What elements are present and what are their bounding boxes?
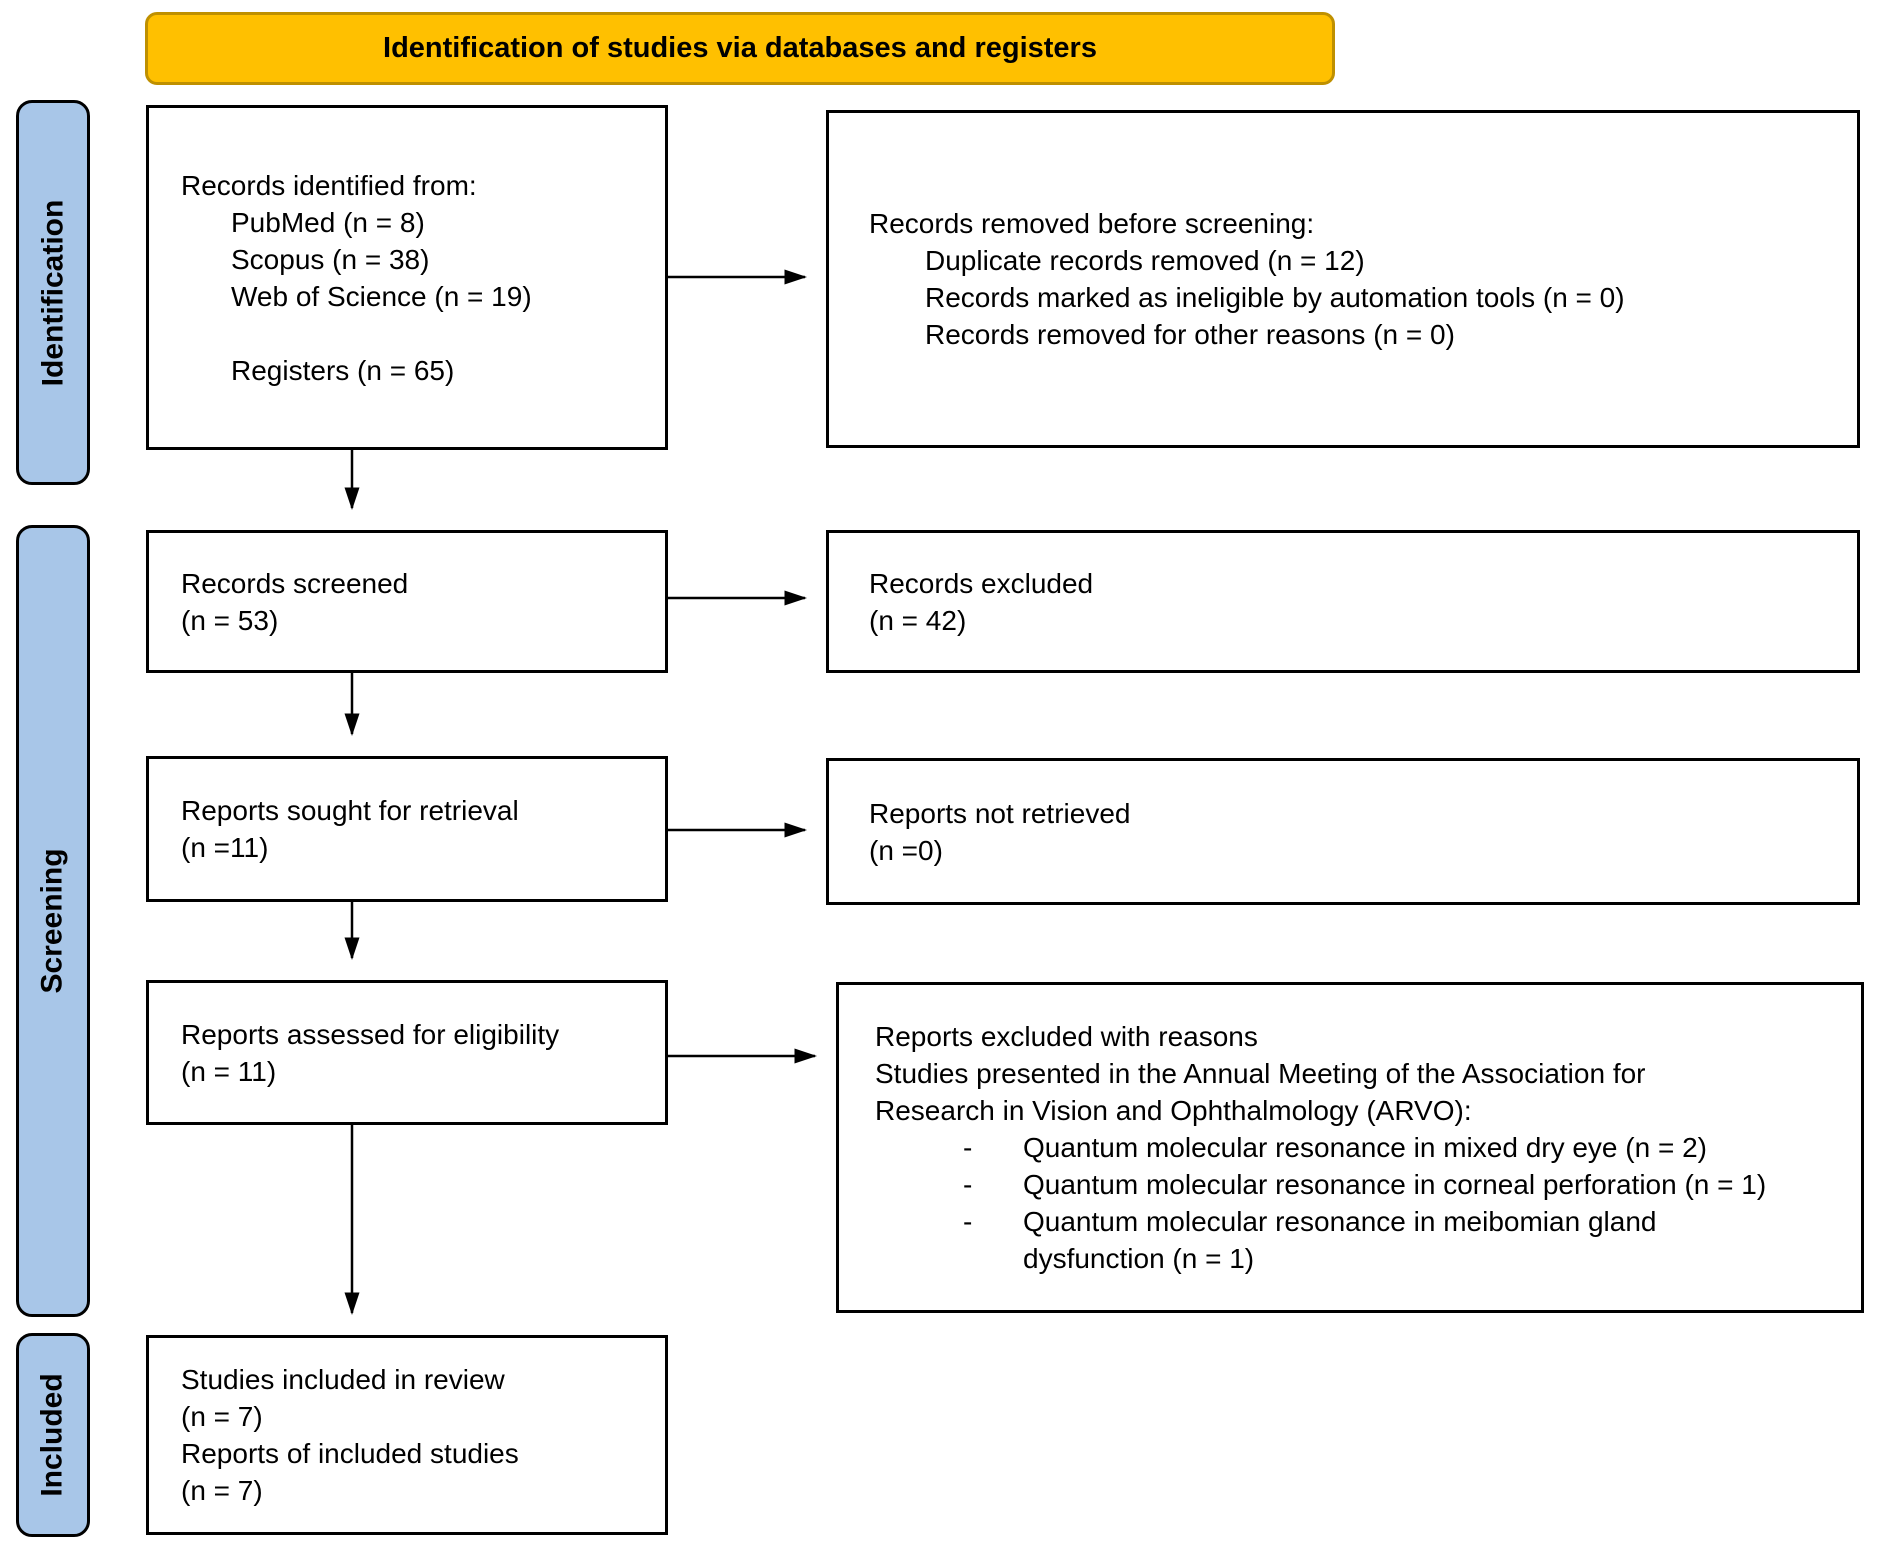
reasons-line-3: Research in Vision and Ophthalmology (AR… [875,1095,1472,1126]
box-records-screened: Records screened (n = 53) [146,530,668,673]
source-pubmed: PubMed (n = 8) [231,206,425,238]
box-reports-sought: Reports sought for retrieval (n =11) [146,756,668,902]
reason-text-corneal-perforation: Quantum molecular resonance in corneal p… [1023,1169,1767,1200]
box-records-identified: Records identified from: PubMed (n = 8) … [146,105,668,450]
reason-bullet-corneal-perforation: - Quantum molecular resonance in corneal… [875,1166,1845,1203]
reason-text-meibomian-gland: Quantum molecular resonance in meibomian… [1023,1203,1845,1277]
stage-label-identification: Identification [36,199,70,386]
reports-sought-count: (n =11) [181,832,269,863]
box-records-excluded: Records excluded (n = 42) [826,530,1860,673]
reports-assessed-label: Reports assessed for eligibility [181,1018,560,1050]
records-removed-title: Records removed before screening: [869,208,1315,239]
reason-bullet-meibomian-gland: - Quantum molecular resonance in meibomi… [875,1203,1845,1277]
reason-bullet-mixed-dry-eye: - Quantum molecular resonance in mixed d… [875,1129,1845,1166]
removed-automation: Records marked as ineligible by automati… [925,282,1625,313]
bullet-dash: - [963,1132,973,1163]
removed-other-reasons: Records removed for other reasons (n = 0… [925,319,1455,350]
stage-bar-screening: Screening [16,525,90,1317]
banner-title: Identification of studies via databases … [383,32,1097,64]
box-records-removed: Records removed before screening: Duplic… [826,110,1860,448]
reasons-title: Reports excluded with reasons [875,1021,1258,1052]
reasons-line-2: Studies presented in the Annual Meeting … [875,1058,1646,1089]
reason-text-mixed-dry-eye: Quantum molecular resonance in mixed dry… [1023,1132,1707,1163]
box-reports-assessed: Reports assessed for eligibility (n = 11… [146,980,668,1125]
studies-included-count: (n = 7) [181,1401,263,1432]
banner-identification-of-studies: Identification of studies via databases … [145,12,1335,85]
source-scopus: Scopus (n = 38) [231,243,430,275]
bullet-dash: - [963,1206,973,1237]
bullet-dash: - [963,1169,973,1200]
studies-included-label: Studies included in review [181,1364,505,1395]
box-reports-excluded-reasons: Reports excluded with reasons Studies pr… [836,982,1864,1313]
records-screened-label: Records screened [181,567,409,599]
source-registers: Registers (n = 65) [231,354,455,386]
records-excluded-label: Records excluded [869,567,1094,599]
removed-duplicates: Duplicate records removed (n = 12) [925,245,1365,276]
box-studies-included: Studies included in review (n = 7) Repor… [146,1335,668,1535]
reports-included-count: (n = 7) [181,1475,263,1506]
stage-label-screening: Screening [36,848,69,994]
stage-label-included: Included [36,1373,69,1497]
records-excluded-count: (n = 42) [869,604,967,636]
stage-bar-identification: Identification [16,100,90,485]
stage-bar-included: Included [16,1333,90,1537]
reports-not-retrieved-label: Reports not retrieved [869,797,1131,829]
reports-included-label: Reports of included studies [181,1438,519,1469]
reports-assessed-count: (n = 11) [181,1055,277,1087]
source-web-of-science: Web of Science (n = 19) [231,280,532,312]
spacer [181,315,649,352]
records-screened-count: (n = 53) [181,604,279,636]
reason-text-meibomian-gland-line-2: dysfunction (n = 1) [1023,1243,1255,1274]
records-identified-title: Records identified from: [181,169,477,201]
reason-text-meibomian-gland-line-1: Quantum molecular resonance in meibomian… [1023,1206,1657,1237]
reports-sought-label: Reports sought for retrieval [181,795,519,826]
box-reports-not-retrieved: Reports not retrieved (n =0) [826,758,1860,905]
reports-not-retrieved-count: (n =0) [869,834,943,866]
